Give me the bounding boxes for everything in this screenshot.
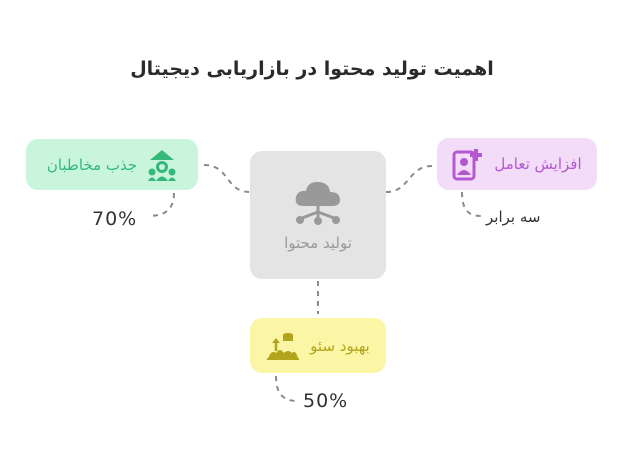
center-label: تولید محتوا xyxy=(284,234,352,252)
seo-node: بهبود سئو xyxy=(250,318,386,373)
cloud-network-icon xyxy=(292,178,344,226)
connector-seo-stat xyxy=(275,375,299,402)
add-user-icon xyxy=(452,147,484,181)
audience-label: جذب مخاطبان xyxy=(46,155,138,174)
connector-engagement xyxy=(385,165,433,193)
engagement-stat: سه برابر xyxy=(486,208,541,226)
seo-stat: 50% xyxy=(303,390,349,412)
connector-engagement-stat xyxy=(461,191,483,217)
diagram-title: اهمیت تولید محتوا در بازاریابی دیجیتال xyxy=(130,58,494,80)
center-node: تولید محتوا xyxy=(250,151,386,279)
audience-icon xyxy=(147,148,177,182)
seo-label: بهبود سئو xyxy=(310,336,370,355)
connector-audience-stat xyxy=(147,192,175,217)
connector-audience xyxy=(203,164,251,193)
seo-growth-icon xyxy=(266,331,300,361)
engagement-label: افزایش تعامل xyxy=(494,155,582,173)
engagement-node: افزایش تعامل xyxy=(437,138,597,190)
audience-stat: 70% xyxy=(92,208,138,230)
audience-node: جذب مخاطبان xyxy=(26,139,198,190)
